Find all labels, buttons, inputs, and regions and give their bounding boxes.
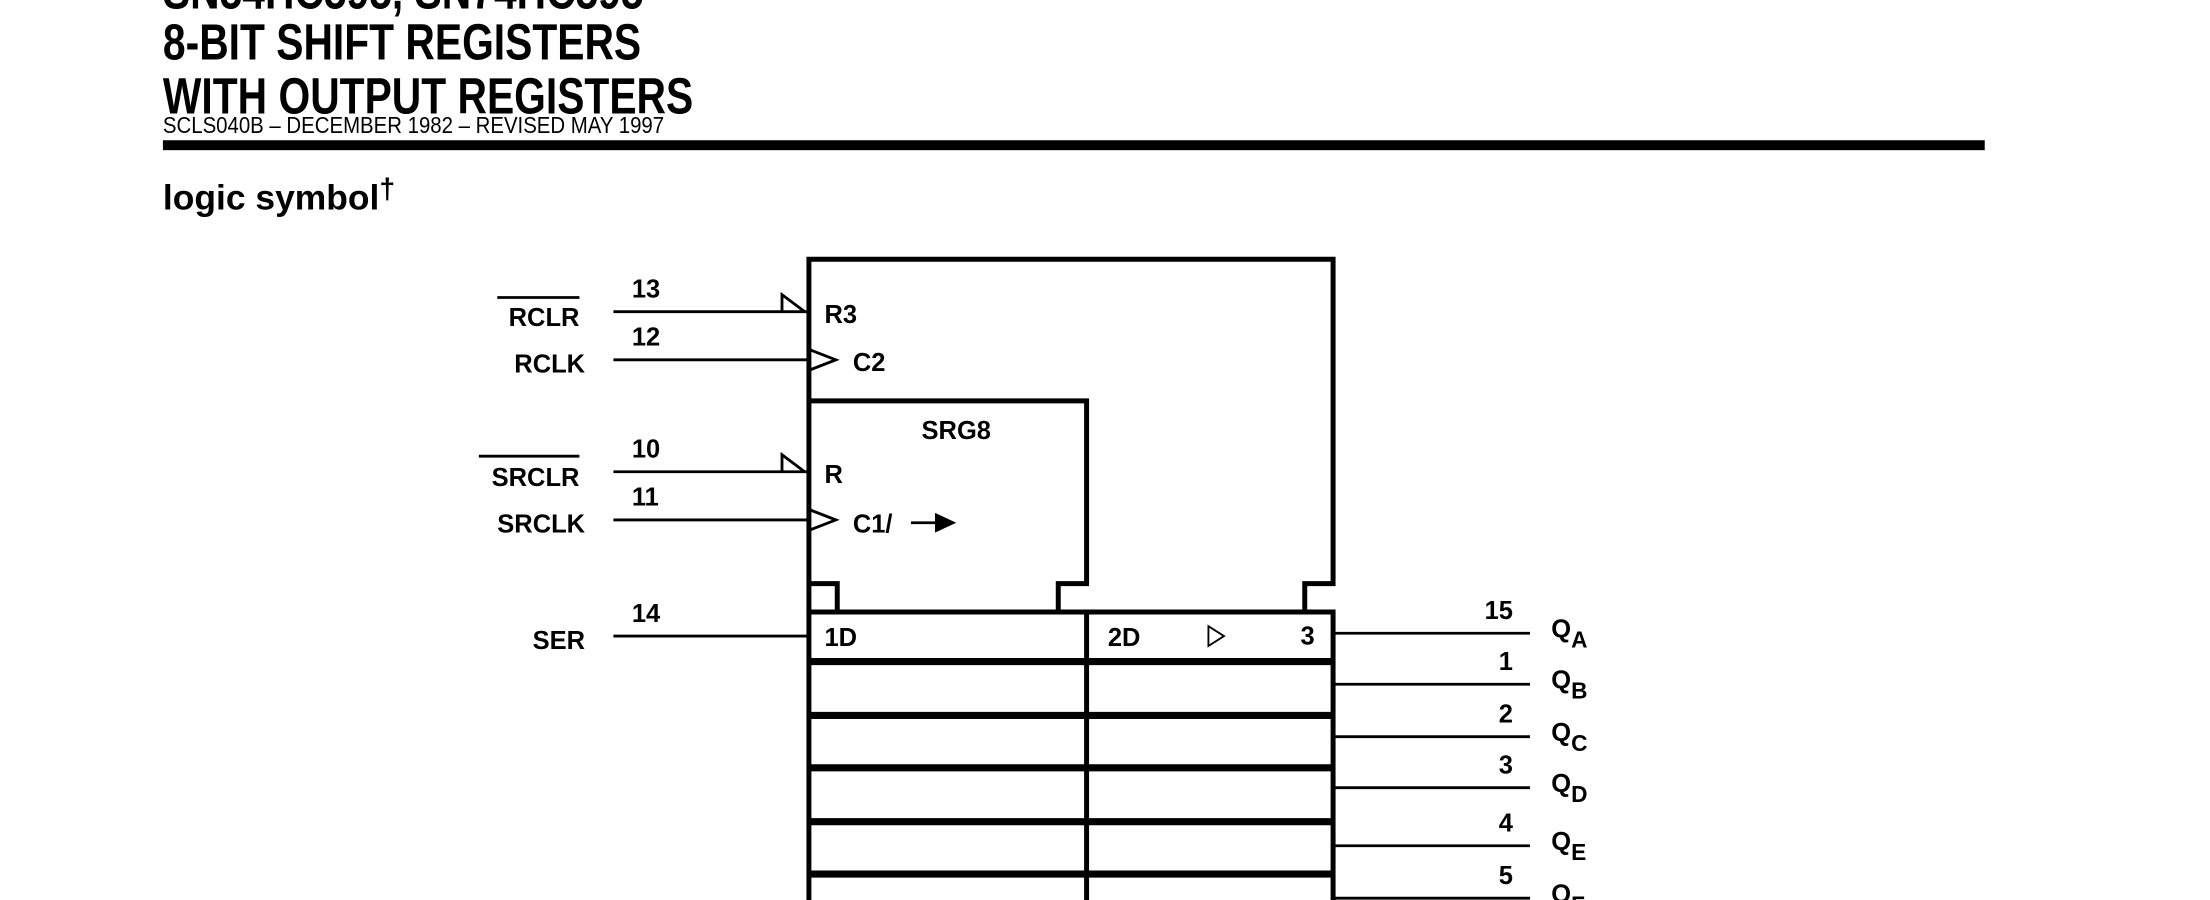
section-heading: logic symbol† xyxy=(163,173,395,217)
pin-rclk: 12 xyxy=(632,324,660,352)
q-subscript: F xyxy=(1571,891,1585,900)
q-letter: Q xyxy=(1551,666,1571,694)
output-label: QB xyxy=(1551,666,1587,703)
output-label: QF xyxy=(1551,880,1585,900)
clock-triangle-icon xyxy=(1207,624,1226,648)
clock-triangle-icon xyxy=(809,508,840,532)
label-rclr: RCLR xyxy=(509,304,580,332)
output-label: QD xyxy=(1551,770,1587,807)
title-line-1: 8-BIT SHIFT REGISTERS xyxy=(163,13,641,70)
output-qd: 3QD xyxy=(1333,751,1587,807)
q-letter: Q xyxy=(1551,615,1571,643)
output-label: QC xyxy=(1551,719,1587,756)
shift-register-block xyxy=(808,398,1090,612)
label-c2: C2 xyxy=(853,349,886,377)
label-1d: 1D xyxy=(825,624,858,652)
output-qb: 1QB xyxy=(1333,648,1587,703)
q-subscript: B xyxy=(1571,677,1587,703)
pin-rclr: 13 xyxy=(632,275,660,303)
label-2d: 2D xyxy=(1108,624,1141,652)
heading-text: logic symbol xyxy=(163,178,379,218)
q-subscript: E xyxy=(1571,839,1586,865)
output-pin: 4 xyxy=(1499,810,1514,838)
dagger-mark: † xyxy=(379,173,395,205)
label-rclk: RCLK xyxy=(514,351,585,379)
label-srg8: SRG8 xyxy=(922,417,991,445)
output-qc: 2QC xyxy=(1333,700,1587,756)
pin-srclk: 11 xyxy=(632,484,659,512)
header-rule xyxy=(162,140,1985,151)
label-c1: C1/ xyxy=(853,511,893,539)
register-grid xyxy=(806,609,1336,900)
output-register-block xyxy=(806,256,1336,612)
q-letter: Q xyxy=(1551,770,1571,798)
output-label: QA xyxy=(1551,615,1587,652)
label-ser: SER xyxy=(533,627,585,655)
q-letter: Q xyxy=(1551,880,1571,900)
output-pin: 2 xyxy=(1499,700,1513,728)
label-srclk: SRCLK xyxy=(497,511,585,539)
output-pin: 1 xyxy=(1499,648,1513,676)
label-r3: R3 xyxy=(825,301,858,329)
output-label: QE xyxy=(1551,828,1586,865)
label-3: 3 xyxy=(1300,623,1314,651)
q-subscript: C xyxy=(1571,730,1587,756)
q-letter: Q xyxy=(1551,719,1571,747)
part-numbers: SN54HC595, SN74HC595 xyxy=(163,0,644,20)
shift-arrow-icon xyxy=(910,512,957,533)
logic-symbol: 13 RCLR 12 RCLK 10 SRCLR 11 SRCLK 14 SER… xyxy=(478,256,1587,900)
title-line-2: WITH OUTPUT REGISTERS xyxy=(163,67,693,124)
output-pin: 3 xyxy=(1499,751,1513,779)
active-low-indicator-icon xyxy=(780,451,806,473)
label-r: R xyxy=(825,461,843,489)
pin-ser: 14 xyxy=(632,600,661,628)
q-subscript: D xyxy=(1571,781,1587,807)
active-low-indicator-icon xyxy=(780,291,806,313)
clock-triangle-icon xyxy=(809,348,840,372)
q-letter: Q xyxy=(1551,828,1571,856)
output-pin: 15 xyxy=(1485,597,1513,625)
output-qf: 5QF xyxy=(1333,862,1585,900)
q-subscript: A xyxy=(1571,626,1587,652)
label-srclr: SRCLR xyxy=(492,464,580,492)
pin-srclr: 10 xyxy=(632,436,660,464)
doc-info: SCLS040B – DECEMBER 1982 – REVISED MAY 1… xyxy=(163,112,664,138)
output-qe: 4QE xyxy=(1333,810,1586,865)
output-pin: 5 xyxy=(1499,862,1513,890)
